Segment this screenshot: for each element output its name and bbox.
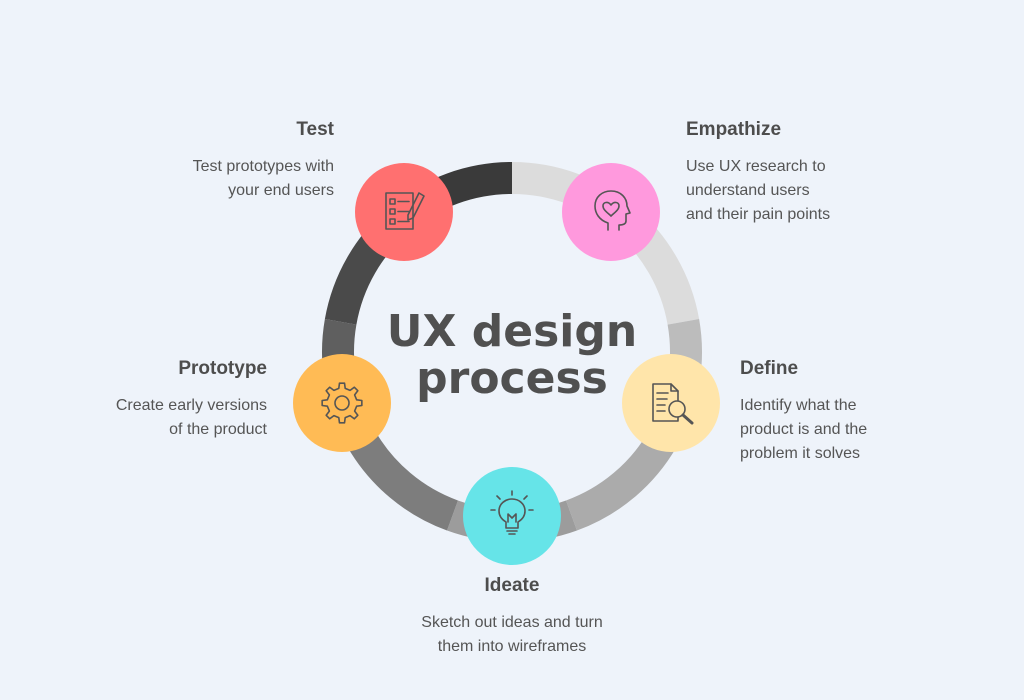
stage-title-prototype: Prototype bbox=[178, 358, 267, 379]
stage-label-define: Define Identify what the product is and … bbox=[740, 358, 1000, 466]
stage-description-test: Test prototypes with your end users bbox=[192, 158, 334, 199]
stage-description-prototype: Create early versions of the product bbox=[115, 397, 267, 438]
document-magnifier-icon bbox=[652, 383, 694, 425]
head-heart-icon bbox=[594, 190, 631, 231]
diagram-title-line-1: UX design bbox=[387, 306, 637, 357]
stage-node-test bbox=[355, 163, 453, 261]
checklist-pencil-icon bbox=[385, 192, 425, 230]
stage-label-ideate: Ideate Sketch out ideas and turn them in… bbox=[362, 575, 662, 659]
ring-segment bbox=[347, 431, 458, 531]
stage-circle-prototype bbox=[293, 354, 391, 452]
stage-label-prototype: Prototype Create early versions of the p… bbox=[7, 358, 267, 442]
stage-description-define: Identify what the product is and the pro… bbox=[740, 397, 868, 462]
stage-title-test: Test bbox=[296, 119, 334, 140]
stage-label-empathize: Empathize Use UX research to understand … bbox=[686, 119, 946, 227]
lightbulb-icon bbox=[490, 490, 534, 535]
stage-title-define: Define bbox=[740, 358, 799, 379]
stage-label-test: Test Test prototypes with your end users bbox=[74, 119, 334, 203]
gear-icon bbox=[321, 382, 363, 424]
stage-circle-empathize bbox=[562, 163, 660, 261]
stage-node-prototype bbox=[293, 354, 391, 452]
stage-description-empathize: Use UX research to understand users and … bbox=[686, 158, 831, 223]
ring-segment bbox=[566, 431, 677, 531]
stage-title-ideate: Ideate bbox=[484, 575, 540, 596]
stage-title-empathize: Empathize bbox=[686, 119, 782, 140]
stage-circle-ideate bbox=[463, 467, 561, 565]
stage-node-define bbox=[622, 354, 720, 452]
stage-description-ideate: Sketch out ideas and turn them into wire… bbox=[421, 614, 603, 655]
stage-node-empathize bbox=[562, 163, 660, 261]
stage-node-ideate bbox=[463, 467, 561, 565]
diagram-title-line-2: process bbox=[416, 353, 608, 404]
